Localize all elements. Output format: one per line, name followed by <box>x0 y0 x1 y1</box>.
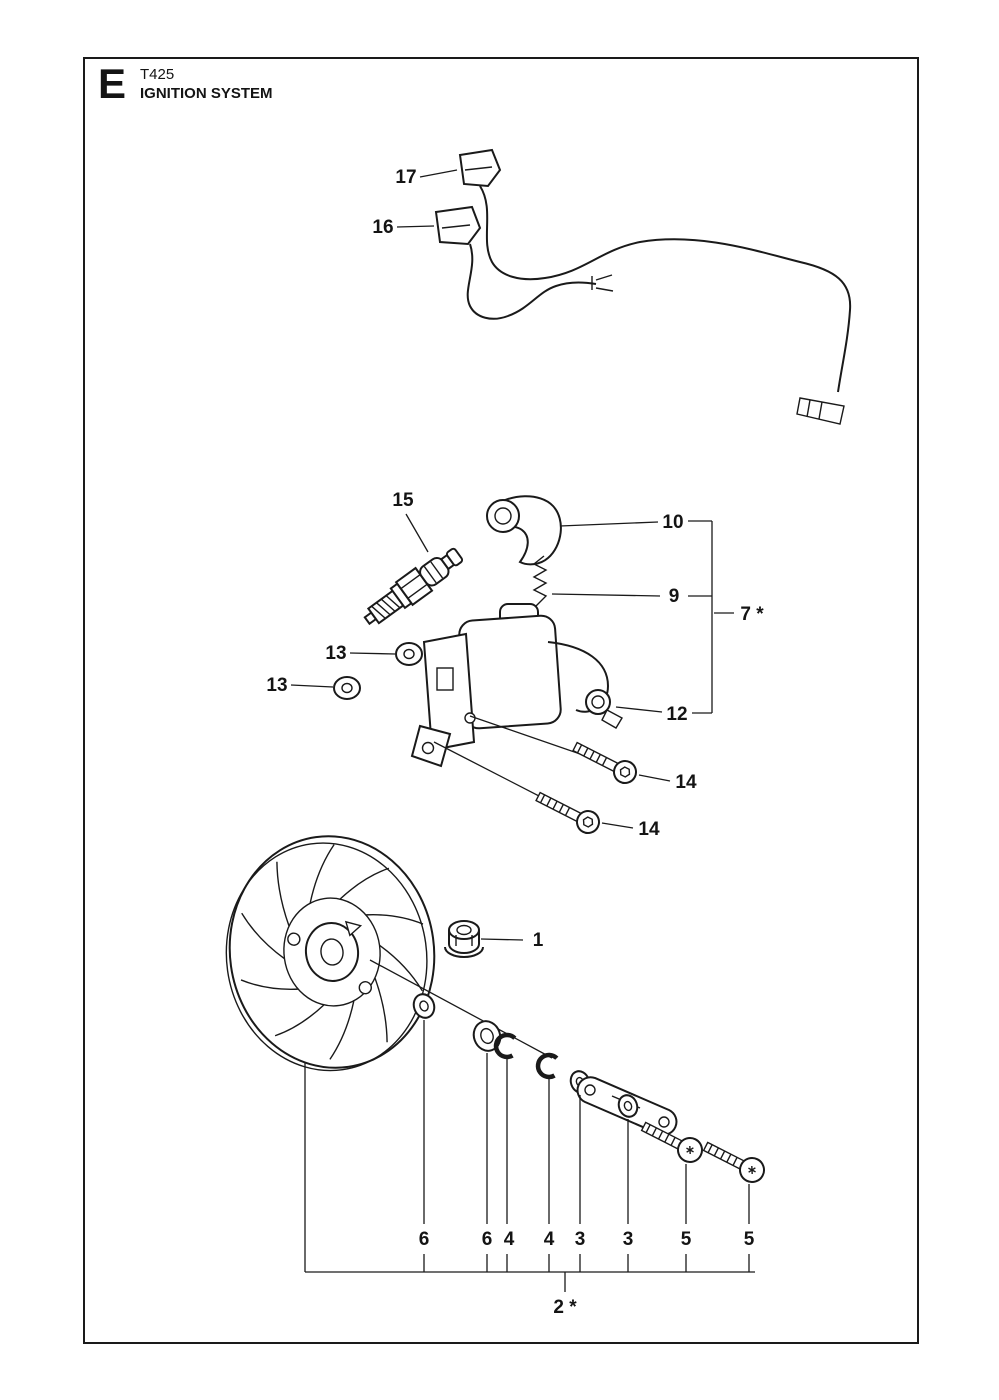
callout-6a: 6 <box>419 1229 430 1250</box>
assembly-axis-line <box>369 959 553 1059</box>
leader-14a <box>638 774 671 782</box>
leader-13b <box>290 684 334 688</box>
leader-12 <box>615 706 663 713</box>
page-title: IGNITION SYSTEM <box>140 85 273 103</box>
wire-terminal <box>796 397 845 425</box>
leader-9 <box>551 593 661 597</box>
callout-1: 1 <box>533 930 544 951</box>
spark-plug <box>363 547 464 626</box>
washer-6b <box>472 1020 502 1052</box>
keyway-mark <box>344 920 363 937</box>
leader-10 <box>559 521 659 527</box>
leader-17 <box>419 169 458 178</box>
callout-5b: 5 <box>744 1229 755 1250</box>
callout-10: 10 <box>662 512 683 533</box>
snap-ring-4b <box>535 1052 559 1080</box>
switch-contact-17 <box>458 148 502 188</box>
ignition-module <box>410 603 610 768</box>
screw-14a <box>569 735 641 788</box>
callout-6b: 6 <box>482 1229 493 1250</box>
grommet-lower <box>333 676 361 700</box>
callout-13b: 13 <box>266 675 287 696</box>
leader-13a <box>349 652 396 655</box>
callout-3a: 3 <box>575 1229 586 1250</box>
callout-14a: 14 <box>675 772 697 793</box>
flywheel <box>225 835 436 1072</box>
page-border <box>83 57 919 1344</box>
callout-9: 9 <box>669 586 680 607</box>
callout-5a: 5 <box>681 1229 692 1250</box>
spark-plug-boot <box>486 495 562 566</box>
leader-1 <box>480 938 524 941</box>
model-label: T425 <box>140 66 175 83</box>
callout-16: 16 <box>372 217 393 238</box>
leader-14b <box>601 822 634 829</box>
header-lines: T425 IGNITION SYSTEM <box>140 64 273 103</box>
callout-17: 17 <box>395 167 416 188</box>
pawl-bolt <box>287 932 301 946</box>
callout-13a: 13 <box>325 643 346 664</box>
callout-4b: 4 <box>544 1229 555 1250</box>
spade-terminal <box>591 274 614 292</box>
snap-ring-4a <box>493 1032 517 1060</box>
screw-14b <box>532 785 604 838</box>
grommet-upper <box>395 642 423 666</box>
group-7-bracket <box>688 520 734 714</box>
pawl-bolt <box>358 981 372 995</box>
page-header: E T425 IGNITION SYSTEM <box>98 60 273 107</box>
washer-3b <box>617 1094 639 1118</box>
bottom-callout-lines <box>304 1020 755 1292</box>
ignition-wiring-harness <box>434 148 852 425</box>
leader-15 <box>405 513 429 553</box>
callout-15: 15 <box>392 490 414 511</box>
callout-7: 7 * <box>740 604 764 625</box>
washer-6a <box>412 993 436 1019</box>
wire-clamp <box>585 689 623 729</box>
callout-14b: 14 <box>638 819 660 840</box>
switch-contact-16 <box>434 205 482 246</box>
section-letter: E <box>98 60 127 107</box>
ht-spring <box>532 555 548 607</box>
screw-5b <box>699 1134 770 1188</box>
leader-16 <box>396 225 435 228</box>
callout-3b: 3 <box>623 1229 634 1250</box>
callout-12: 12 <box>666 704 687 725</box>
callout-2: 2 * <box>553 1297 577 1318</box>
callout-4a: 4 <box>504 1229 515 1250</box>
flywheel-nut <box>444 920 484 958</box>
